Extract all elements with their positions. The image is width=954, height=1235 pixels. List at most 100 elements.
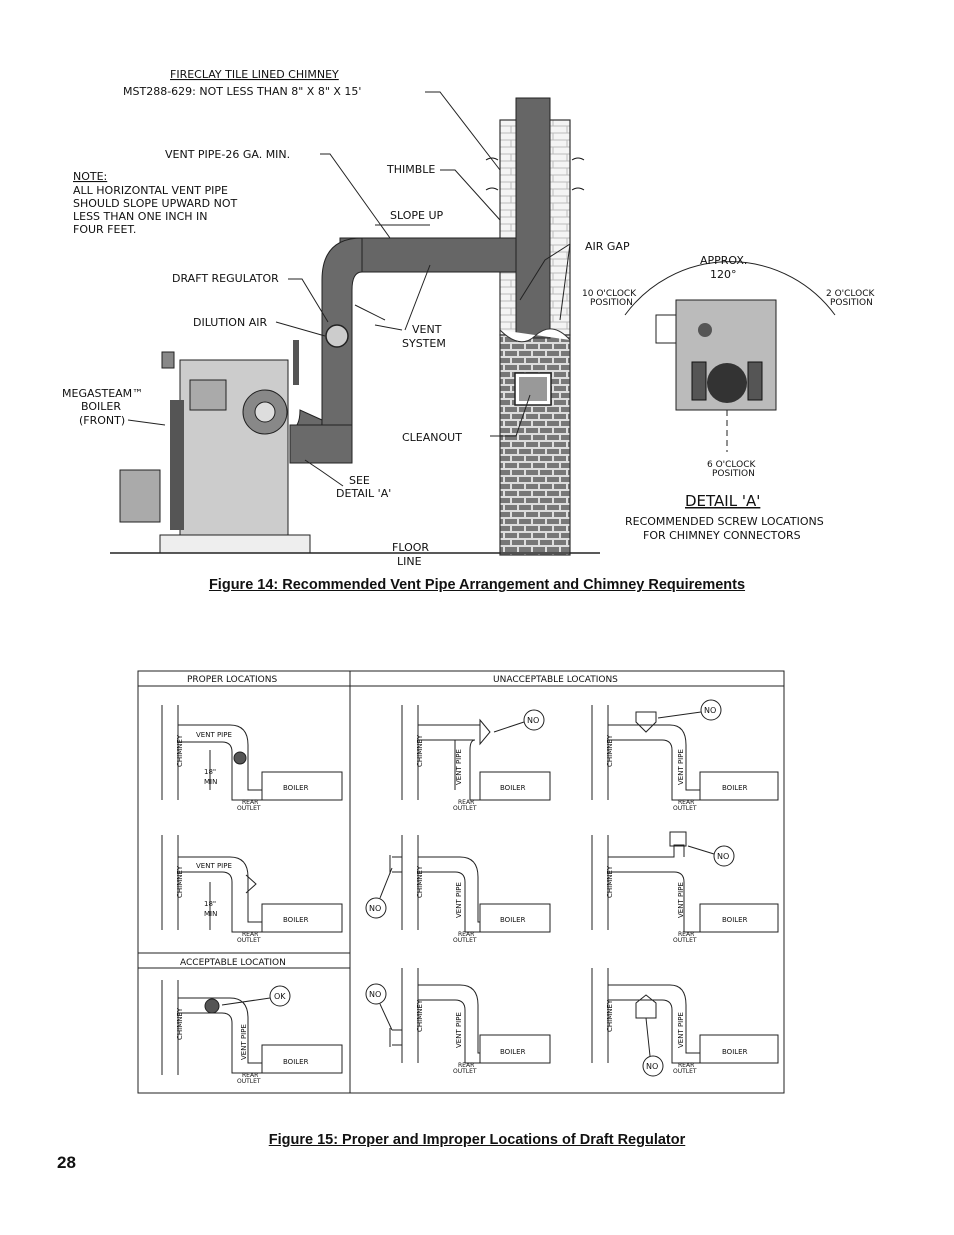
panel1-min-line2: MIN	[204, 778, 217, 786]
two-oclock-label-line2: POSITION	[830, 298, 873, 308]
u5-rear-label: REAR	[458, 1062, 474, 1069]
slope-up-label: SLOPE UP	[390, 209, 444, 222]
panel2-rear-label: REAR	[242, 931, 258, 938]
see-detail-line2: DETAIL 'A'	[336, 487, 391, 500]
vent-pipe-label: VENT PIPE-26 GA. MIN.	[165, 148, 290, 161]
air-gap-label: AIR GAP	[585, 240, 630, 253]
u3-chimney-label: CHIMNEY	[416, 865, 424, 898]
panel2-min-line2: MIN	[204, 910, 217, 918]
figure-14-caption: Figure 14: Recommended Vent Pipe Arrange…	[208, 577, 746, 593]
boiler-label-line3: (FRONT)	[79, 414, 125, 427]
acceptable-location-header: ACCEPTABLE LOCATION	[180, 958, 286, 968]
proper-locations-header: PROPER LOCATIONS	[187, 675, 277, 685]
chimney-label-line2: MST288-629: NOT LESS THAN 8" X 8" X 15'	[123, 85, 361, 98]
u1-outlet-label: OUTLET	[453, 805, 477, 812]
detail-a-title: DETAIL 'A'	[685, 492, 760, 510]
note-line-4: FOUR FEET.	[73, 223, 136, 236]
ten-oclock-label-line1: 10 O'CLOCK	[582, 289, 637, 299]
vent-arrangement-diagram: FIRECLAY TILE LINED CHIMNEY MST288-629: …	[62, 68, 875, 568]
draft-regulator-label: DRAFT REGULATOR	[172, 272, 279, 285]
draft-regulator	[325, 324, 349, 348]
u4-no-label: NO	[717, 852, 729, 861]
figure-15: PROPER LOCATIONS UNACCEPTABLE LOCATIONS …	[0, 660, 954, 1110]
note-line-2: SHOULD SLOPE UPWARD NOT	[73, 197, 237, 210]
u2-vent-pipe-label: VENT PIPE	[677, 749, 685, 785]
ten-oclock-label-line2: POSITION	[590, 298, 633, 308]
u2-chimney-label: CHIMNEY	[606, 734, 614, 767]
u4-rear-label: REAR	[678, 931, 694, 938]
floor-line-label2: LINE	[397, 555, 422, 568]
panel1-min-line1: 18"	[204, 768, 216, 776]
panel3-chimney-label: CHIMNEY	[176, 1007, 184, 1040]
vent-pipe	[289, 237, 517, 464]
panel-acceptable	[161, 980, 343, 1075]
u1-boiler-label: BOILER	[500, 784, 526, 792]
figure-14: FIRECLAY TILE LINED CHIMNEY MST288-629: …	[0, 0, 954, 580]
u6-boiler-label: BOILER	[722, 1048, 748, 1056]
u2-rear-label: REAR	[678, 799, 694, 806]
vent-system-line2: SYSTEM	[402, 337, 446, 350]
u5-vent-pipe-label: VENT PIPE	[455, 1012, 463, 1048]
draft-regulator-locations-diagram: PROPER LOCATIONS UNACCEPTABLE LOCATIONS …	[137, 670, 785, 1094]
u4-vent-pipe-label: VENT PIPE	[677, 882, 685, 918]
u5-chimney-label: CHIMNEY	[416, 999, 424, 1032]
u6-chimney-label: CHIMNEY	[606, 999, 614, 1032]
u3-no-label: NO	[369, 904, 381, 913]
panel-proper-2	[161, 835, 343, 933]
panel3-rear-label: REAR	[242, 1072, 258, 1079]
leader-lines	[127, 91, 571, 487]
panel1-rear-label: REAR	[242, 799, 258, 806]
page-number: 28	[57, 1153, 76, 1172]
unacceptable-panels	[365, 699, 779, 1077]
panel2-vent-pipe-label: VENT PIPE	[196, 862, 232, 870]
panel2-chimney-label: CHIMNEY	[176, 865, 184, 898]
u3-rear-label: REAR	[458, 931, 474, 938]
detail-a-subtitle-line1: RECOMMENDED SCREW LOCATIONS	[625, 515, 824, 528]
u2-no-label: NO	[704, 706, 716, 715]
six-oclock-label-line2: POSITION	[712, 469, 755, 479]
u3-vent-pipe-label: VENT PIPE	[455, 882, 463, 918]
u1-vent-pipe-label: VENT PIPE	[455, 749, 463, 785]
chimney	[485, 97, 585, 556]
u6-no-label: NO	[646, 1062, 658, 1071]
vent-system-line1: VENT	[412, 323, 442, 336]
detail-a-subtitle-line2: FOR CHIMNEY CONNECTORS	[643, 529, 801, 542]
six-oclock-label-line1: 6 O'CLOCK	[707, 460, 756, 470]
dilution-air-label: DILUTION AIR	[193, 316, 267, 329]
boiler-label-line1: MEGASTEAM™	[62, 387, 143, 400]
panel1-vent-pipe-label: VENT PIPE	[196, 731, 232, 739]
u1-no-label: NO	[527, 716, 539, 725]
note-line-1: ALL HORIZONTAL VENT PIPE	[73, 184, 228, 197]
chimney-label-line1: FIRECLAY TILE LINED CHIMNEY	[170, 68, 339, 81]
u4-chimney-label: CHIMNEY	[606, 865, 614, 898]
panel1-outlet-label: OUTLET	[237, 805, 261, 812]
panel2-min-line1: 18"	[204, 900, 216, 908]
figure-15-caption: Figure 15: Proper and Improper Locations…	[268, 1132, 686, 1148]
u6-rear-label: REAR	[678, 1062, 694, 1069]
detail-a-view	[624, 261, 836, 452]
u1-chimney-label: CHIMNEY	[416, 734, 424, 767]
u3-outlet-label: OUTLET	[453, 937, 477, 944]
panel2-outlet-label: OUTLET	[237, 937, 261, 944]
u6-outlet-label: OUTLET	[673, 1068, 697, 1075]
panel3-outlet-label: OUTLET	[237, 1078, 261, 1085]
panel3-ok-label: OK	[274, 992, 286, 1001]
approx-label-line2: 120°	[710, 268, 737, 281]
u3-boiler-label: BOILER	[500, 916, 526, 924]
panel3-vent-pipe-label: VENT PIPE	[240, 1024, 248, 1060]
panel1-boiler-label: BOILER	[283, 784, 309, 792]
approx-label-line1: APPROX.	[700, 254, 747, 267]
megasteam-boiler	[110, 340, 600, 554]
u6-vent-pipe-label: VENT PIPE	[677, 1012, 685, 1048]
u5-outlet-label: OUTLET	[453, 1068, 477, 1075]
panel1-chimney-label: CHIMNEY	[176, 734, 184, 767]
boiler-label-line2: BOILER	[81, 400, 121, 413]
see-detail-line1: SEE	[349, 474, 370, 487]
u1-rear-label: REAR	[458, 799, 474, 806]
floor-line-label1: FLOOR	[392, 541, 429, 554]
note-line-3: LESS THAN ONE INCH IN	[73, 210, 208, 223]
u4-outlet-label: OUTLET	[673, 937, 697, 944]
thimble-label: THIMBLE	[386, 163, 435, 176]
u4-boiler-label: BOILER	[722, 916, 748, 924]
cleanout-label: CLEANOUT	[402, 431, 462, 444]
